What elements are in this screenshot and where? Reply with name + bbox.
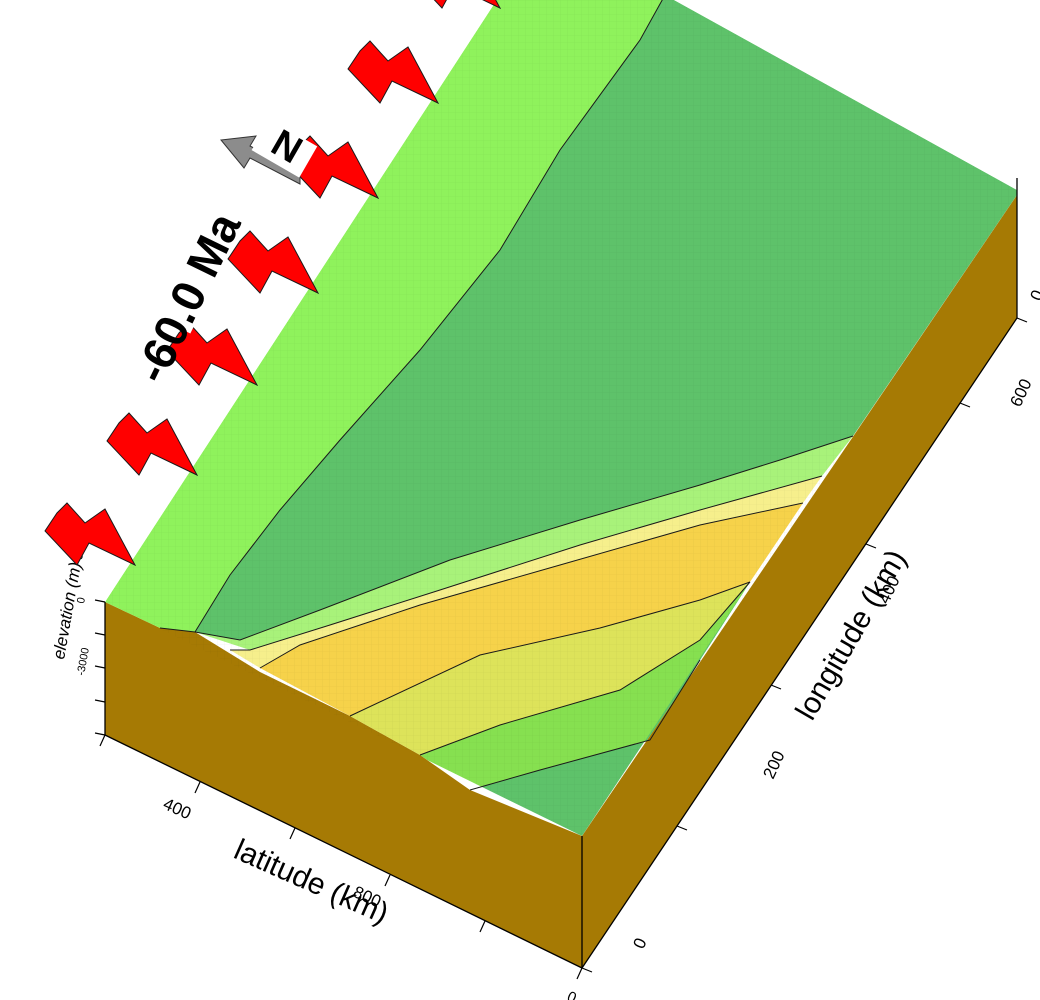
lon-tick-200: 200	[759, 748, 788, 782]
stress-arrow-icon	[166, 322, 259, 387]
lon-tick-0: 0	[629, 935, 650, 952]
stress-arrow-icon	[44, 502, 137, 567]
stress-arrow-icon	[106, 412, 199, 477]
axis-ticks	[94, 317, 1028, 980]
elevation-axis-label: elevation (m)	[49, 561, 85, 661]
lon-tick-600b: 0	[1026, 287, 1040, 304]
front-face	[105, 602, 582, 968]
elev-tick-0: 0	[75, 596, 88, 604]
stress-arrow-icon	[347, 40, 440, 105]
stress-arrow-icon	[227, 230, 320, 295]
stress-arrow-icon	[433, 0, 502, 10]
elev-tick-minus3000: -3000	[75, 647, 92, 677]
lat-tick-400: 400	[160, 794, 194, 823]
right-face	[582, 195, 1017, 968]
lon-tick-600: 600	[1006, 376, 1035, 410]
lat-tick-0: 0	[564, 988, 579, 1000]
contour-lines	[159, 0, 854, 791]
north-arrow: N	[220, 118, 318, 185]
box-edges	[104, 178, 1018, 969]
